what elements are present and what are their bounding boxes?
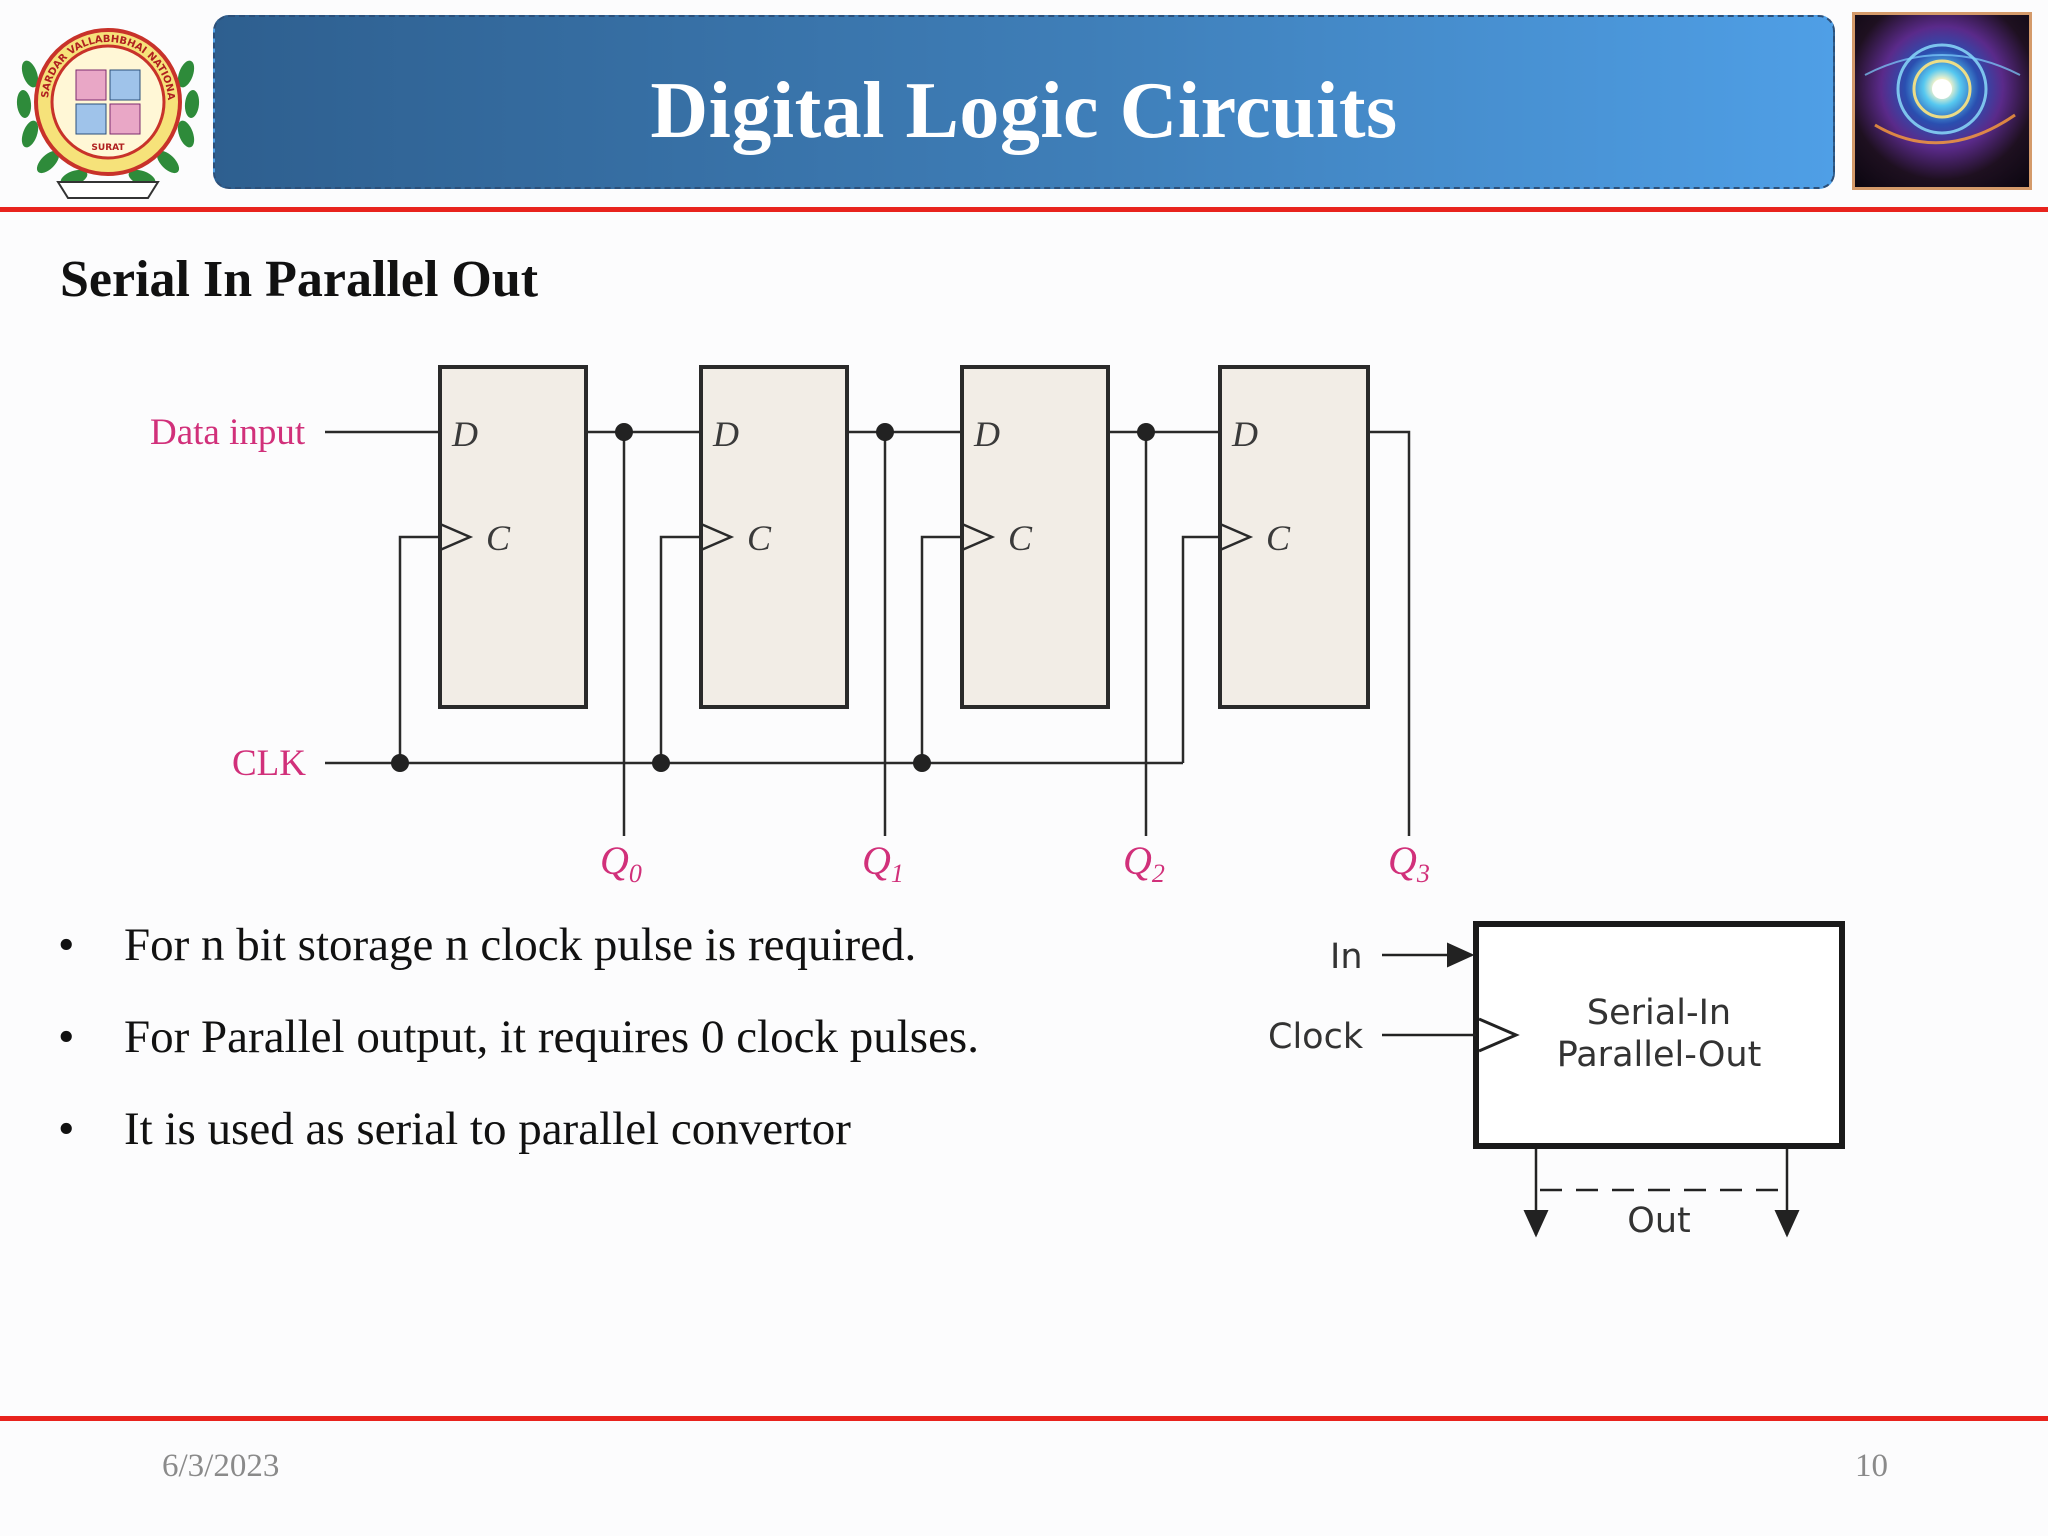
eye-artwork	[1864, 43, 2021, 145]
q3-output-label: Q3	[1388, 838, 1430, 888]
ff3-c-label: C	[1266, 518, 1291, 558]
ff0-c-label: C	[486, 518, 511, 558]
title-bar: Digital Logic Circuits	[213, 15, 1835, 189]
q0-output-label: Q0	[600, 838, 642, 888]
block-name-line2: Parallel-Out	[1557, 1035, 1762, 1075]
svg-text:SURAT: SURAT	[91, 143, 125, 153]
clock-label: Clock	[1268, 1017, 1364, 1057]
footer-divider	[0, 1416, 2048, 1421]
bullet-icon: •	[58, 919, 75, 971]
slide-header-title: Digital Logic Circuits	[650, 66, 1398, 155]
abstract-eye-image-icon	[1852, 12, 2032, 190]
footer-date: 6/3/2023	[162, 1448, 280, 1484]
header-divider	[0, 207, 2048, 212]
ff0-d-label: D	[451, 414, 478, 454]
sipo-circuit-diagram: Data input CLK D C D C D C D C Q0 Q1 Q2 …	[150, 365, 1430, 888]
institute-seal-icon: SARDAR VALLABHBHAI NATIONAL INSTITUTE OF…	[3, 6, 200, 199]
in-label: In	[1330, 937, 1363, 977]
ff1-d-label: D	[712, 414, 739, 454]
bullet-icon: •	[58, 1011, 75, 1063]
out-label: Out	[1627, 1201, 1690, 1241]
q2-output-label: Q2	[1123, 838, 1165, 888]
sipo-block-diagram: In Clock Serial-In Parallel-Out Out	[1268, 921, 1845, 1241]
flipflop-3	[1218, 365, 1370, 709]
section-title: Serial In Parallel Out	[60, 251, 539, 308]
clk-label: CLK	[232, 743, 306, 784]
ff2-d-label: D	[973, 414, 1000, 454]
institute-logo: SARDAR VALLABHBHAI NATIONAL INSTITUTE OF…	[3, 6, 208, 204]
data-input-label: Data input	[150, 412, 306, 453]
flipflop-2	[960, 365, 1110, 709]
bullet-icon: •	[58, 1103, 75, 1155]
sipo-block	[1473, 921, 1845, 1149]
flipflop-1	[699, 365, 849, 709]
ff2-c-label: C	[1008, 518, 1033, 558]
ff1-c-label: C	[747, 518, 772, 558]
page-number: 10	[1855, 1448, 1888, 1484]
q1-output-label: Q1	[862, 838, 904, 888]
ff3-d-label: D	[1231, 414, 1258, 454]
block-name-line1: Serial-In	[1587, 993, 1731, 1033]
flipflop-0	[438, 365, 588, 709]
